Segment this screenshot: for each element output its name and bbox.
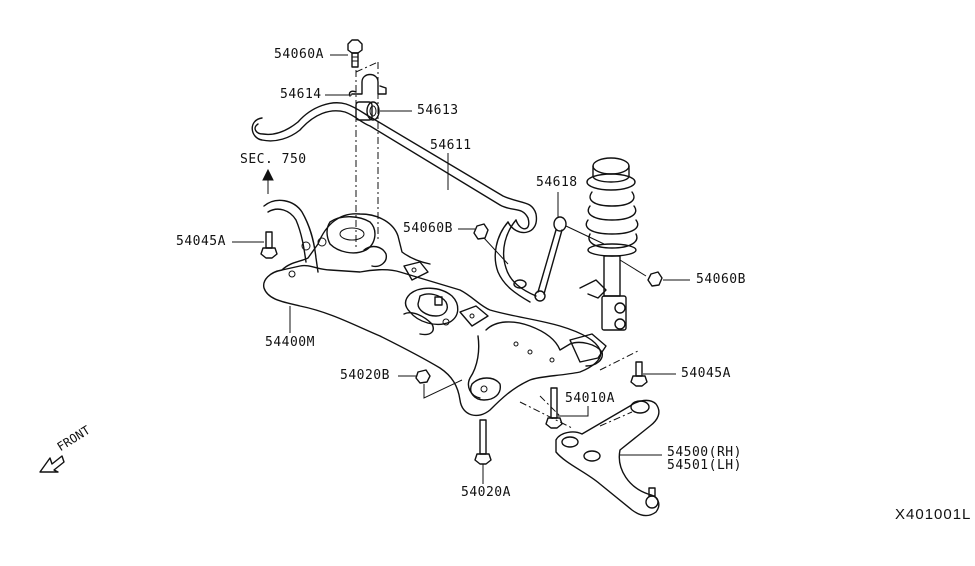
nut-54060B-inner: [473, 223, 509, 265]
bolt-54010A: [545, 387, 563, 429]
callout-54045A-right[interactable]: 54045A: [681, 366, 731, 381]
callout-54613[interactable]: 54613: [417, 103, 459, 118]
bushing-54613: [355, 101, 380, 121]
stabilizer-bar: [251, 102, 538, 303]
section-reference[interactable]: SEC. 750: [240, 152, 307, 167]
callout-54060A[interactable]: 54060A: [274, 47, 324, 62]
front-suspension-member: [263, 199, 607, 417]
bolt-54045A-left: [260, 231, 278, 259]
strut-assembly: [579, 157, 647, 331]
callout-54400M[interactable]: 54400M: [265, 335, 315, 350]
callout-54060B-outer[interactable]: 54060B: [696, 272, 746, 287]
diagram-reference-code: X401001L: [895, 506, 972, 523]
callout-54614[interactable]: 54614: [280, 87, 322, 102]
stabilizer-link: [534, 216, 605, 302]
callout-54045A-left[interactable]: 54045A: [176, 234, 226, 249]
callout-54060B-inner[interactable]: 54060B: [403, 221, 453, 236]
leader-54010A: [558, 406, 589, 417]
nut-54060B-outer: [647, 271, 663, 287]
bolt-54045A-right: [630, 361, 648, 387]
front-arrow-icon: [39, 455, 65, 473]
callout-54618[interactable]: 54618: [536, 175, 578, 190]
callout-54020A[interactable]: 54020A: [461, 485, 511, 500]
bolt-54020A: [474, 419, 492, 465]
callout-54611[interactable]: 54611: [430, 138, 472, 153]
callout-54501-lh[interactable]: 54501(LH): [667, 458, 742, 473]
section-arrow-icon: [262, 168, 274, 194]
callout-54020B[interactable]: 54020B: [340, 368, 390, 383]
callout-54500-rh[interactable]: 54500(RH): [667, 445, 742, 460]
callout-54010A[interactable]: 54010A: [565, 391, 615, 406]
nut-54020B: [415, 369, 463, 399]
transverse-link: [555, 399, 660, 517]
clamp-54614: [348, 73, 387, 97]
bolt-54060A: [347, 39, 363, 68]
